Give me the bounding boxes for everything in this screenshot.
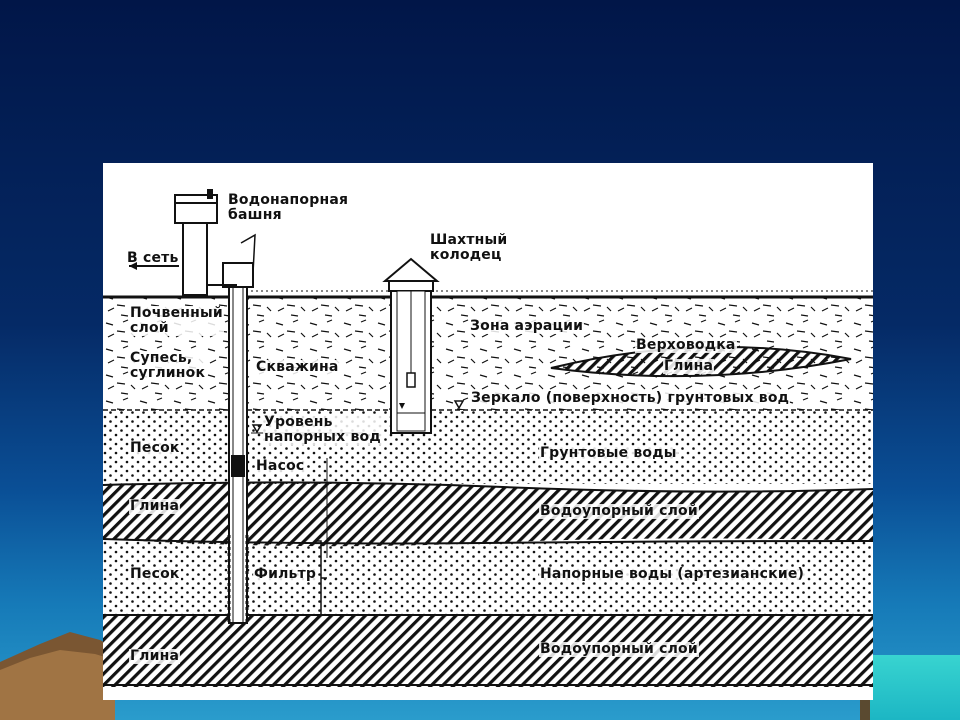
sea-strip: [870, 655, 960, 720]
diagram-drawing: [103, 189, 873, 687]
label-aeration-zone: Зона аэрации: [469, 318, 585, 334]
label-pump: Насос: [255, 458, 306, 474]
sand-layer-2: [103, 539, 873, 615]
label-clay-1: Глина: [129, 498, 181, 514]
label-clay-lens: Глина: [663, 358, 715, 374]
label-sandy-loam: Супесь, суглинок: [129, 350, 207, 381]
label-aquitard-2: Водоупорный слой: [539, 641, 699, 657]
water-tower-drawing: [129, 189, 256, 296]
label-sand-1: Песок: [129, 440, 181, 456]
label-perched-water: Верховодка: [635, 337, 737, 353]
label-aquitard-1: Водоупорный слой: [539, 503, 699, 519]
label-groundwater: Грунтовые воды: [539, 445, 678, 461]
borehole-drawing: [227, 286, 363, 624]
label-pressure-level: Уровень напорных вод: [263, 414, 382, 445]
label-borehole: Скважина: [255, 359, 340, 375]
clay-layer-2: [103, 615, 873, 687]
label-mine-well: Шахтный колодец: [430, 232, 508, 263]
groundwater-diagram: Водонапорная башня В сеть Шахтный колоде…: [103, 163, 873, 700]
label-soil-layer: Почвенный слой: [129, 305, 224, 336]
clay-layer-1: [103, 482, 873, 547]
label-water-table: Зеркало (поверхность) грунтовых вод: [470, 390, 791, 406]
label-tower: Водонапорная башня: [228, 192, 349, 223]
label-sand-2: Песок: [129, 566, 181, 582]
sand-layer-1: [103, 410, 873, 484]
label-clay-2: Глина: [129, 648, 181, 664]
mine-well-drawing: [382, 257, 440, 434]
pump-shape: [231, 455, 245, 477]
label-pressure-water: Напорные воды (артезианские): [539, 566, 806, 582]
label-filter: Фильтр: [253, 566, 318, 582]
label-to-network: В сеть: [127, 250, 179, 266]
